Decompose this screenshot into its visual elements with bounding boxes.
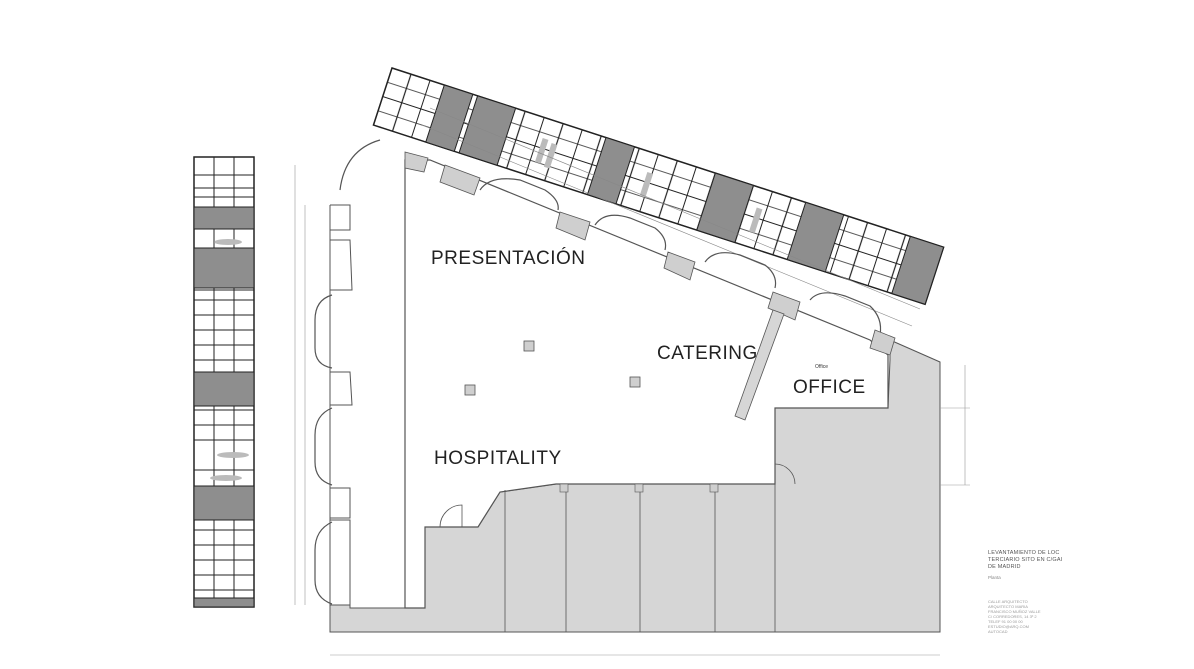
label-hospitality: HOSPITALITY <box>434 448 562 469</box>
floor-outline <box>314 139 941 633</box>
title-line-3: DE MADRID <box>988 564 1021 570</box>
footer-line: TELEF 91 00 00 00 <box>988 619 1023 624</box>
title-line-2: TERCIARIO SITO EN C/GAI <box>988 557 1063 563</box>
label-office-small: Office <box>815 364 828 370</box>
title-block: LEVANTAMIENTO DE LOC TERCIARIO SITO EN C… <box>988 550 1078 634</box>
footer-line: CALLE ARQUITECTO <box>988 599 1028 604</box>
left-elevation <box>193 156 255 608</box>
sheet-name: Planta <box>988 575 1001 580</box>
footer-line: C/ CORREDORES, 14 3º 2 <box>988 614 1037 619</box>
label-presentation: PRESENTACIÓN <box>431 248 586 269</box>
footer-line: ARQUITECTO MARIA <box>988 604 1028 609</box>
top-elevation <box>372 67 945 306</box>
label-office: OFFICE <box>793 377 866 398</box>
dimension-lines <box>294 165 970 656</box>
footer-line: ESTUDIO@ARQ.COM <box>988 624 1029 629</box>
footer-line: FRANCISCO MUÑOZ VALLE <box>988 609 1041 614</box>
title-line-1: LEVANTAMIENTO DE LOC <box>988 550 1060 556</box>
footer-line: AUTOCAD <box>988 629 1008 634</box>
label-catering: CATERING <box>657 343 758 364</box>
